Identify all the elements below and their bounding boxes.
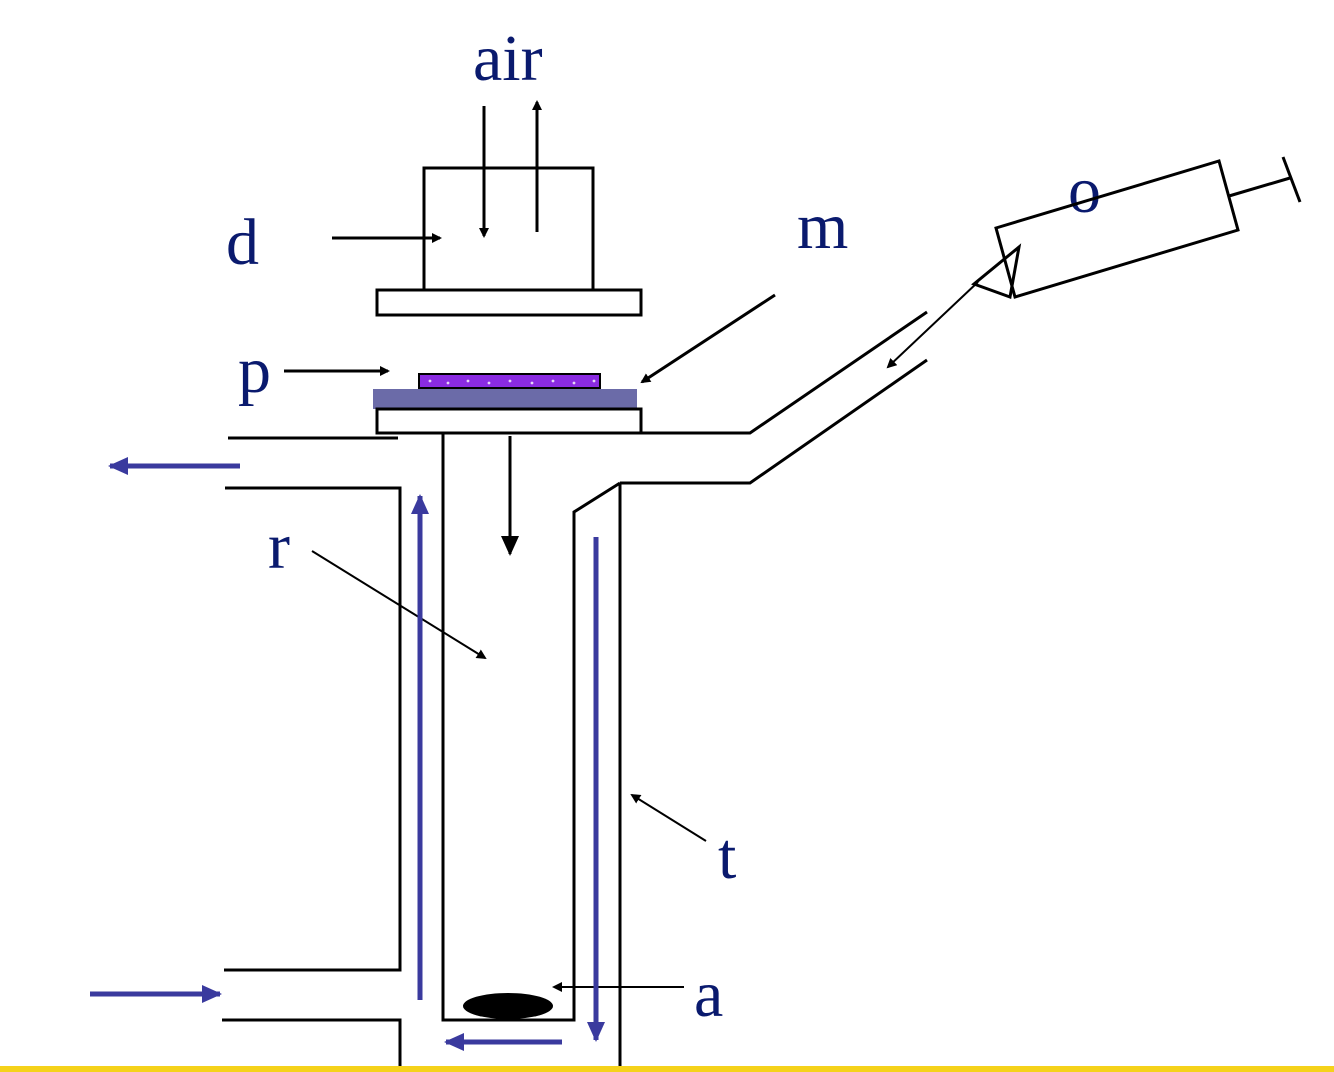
lower-flange [375, 407, 643, 435]
inner-tube-r [441, 433, 621, 1022]
membrane-dots [428, 379, 596, 385]
label-r: r [268, 510, 290, 583]
syringe-o-tip [971, 243, 1022, 300]
syringe-o-plunger-cap [1281, 156, 1302, 203]
pointer-m [640, 293, 776, 384]
side-port-upper-wall [641, 310, 928, 435]
label-t: t [718, 820, 736, 893]
pointer-r [311, 550, 487, 660]
sample-a [463, 993, 553, 1019]
syringe-o-barrel [994, 159, 1240, 299]
syringe-o-plunger-rod [1228, 176, 1291, 198]
side-port-lower-wall [620, 358, 928, 485]
pointer-t [630, 793, 707, 842]
label-p: p [238, 334, 271, 407]
label-m: m [797, 190, 848, 263]
device-d-body [422, 166, 595, 292]
label-air: air [473, 22, 543, 95]
syringe-o-needle [886, 281, 979, 369]
label-d: d [226, 206, 259, 279]
bottom-accent-bar [0, 1066, 1334, 1072]
plate-p [373, 389, 637, 409]
label-o: o [1068, 154, 1101, 227]
device-d-flange [375, 288, 643, 317]
jacket-upper-outlet [224, 486, 402, 972]
label-a: a [694, 958, 723, 1031]
